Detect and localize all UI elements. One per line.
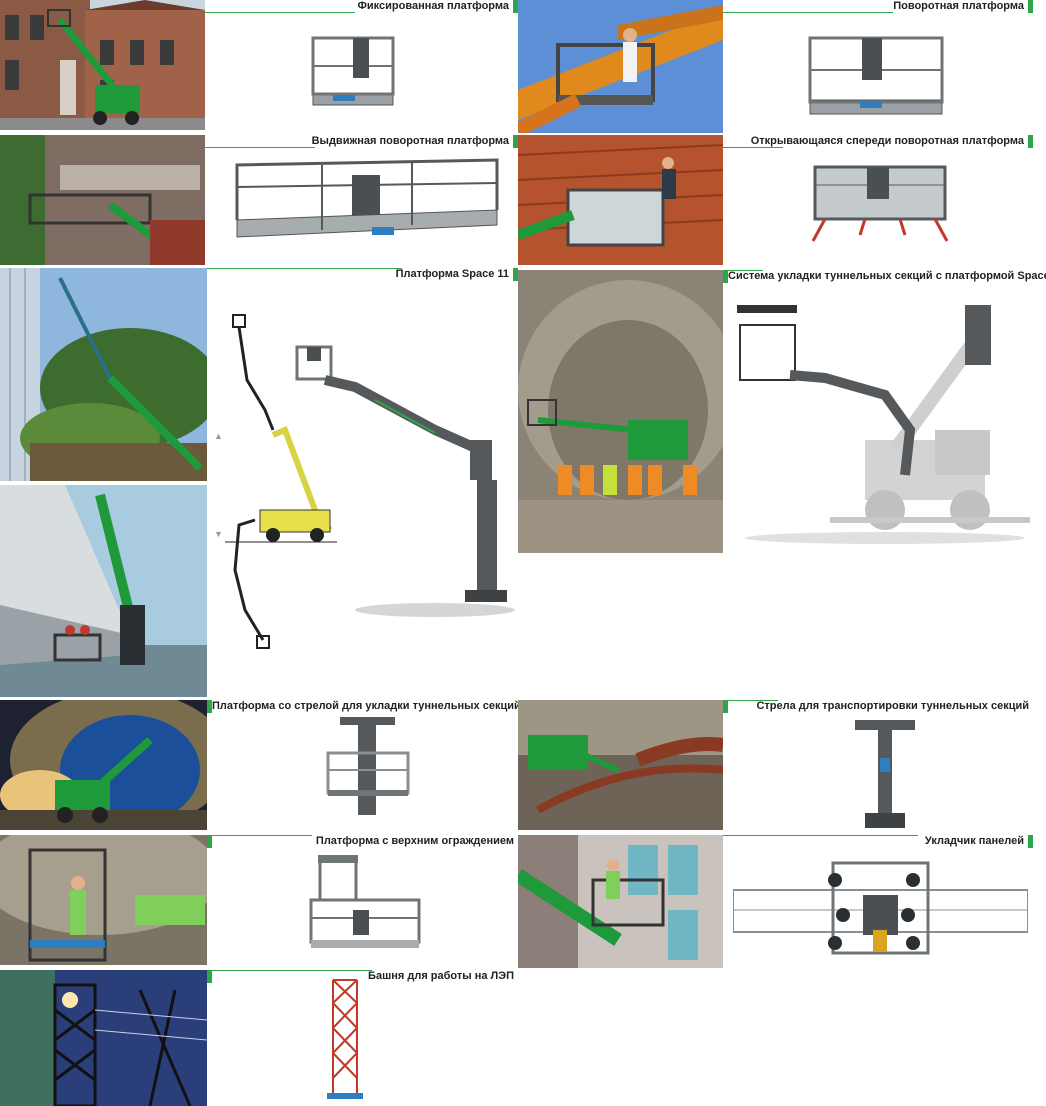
accent-marker bbox=[723, 270, 728, 283]
illustration-space11-boom bbox=[295, 345, 520, 625]
section-header-extendable-platform: Выдвижная поворотная платформа bbox=[205, 135, 518, 149]
section-header-panel-layer: Укладчик панелей bbox=[723, 835, 1033, 849]
accent-marker bbox=[513, 0, 518, 13]
section-divider bbox=[205, 147, 315, 148]
photo-space11-bridge bbox=[0, 485, 207, 697]
section-divider bbox=[723, 700, 778, 701]
accent-marker bbox=[513, 135, 518, 148]
illustration-front-opening-platform bbox=[805, 155, 955, 243]
illustration-fixed-platform bbox=[305, 28, 400, 110]
section-header-fixed-platform: Фиксированная платформа bbox=[205, 0, 518, 14]
illustration-boom-tunnel-platform bbox=[320, 715, 415, 827]
photo-front-opening-platform-roof bbox=[518, 135, 723, 265]
photo-transport-boom-tunnel bbox=[518, 700, 723, 830]
photo-power-line-tower bbox=[0, 970, 207, 1106]
section-header-rotary-platform: Поворотная платформа bbox=[723, 0, 1033, 14]
photo-space11-trees bbox=[0, 268, 207, 481]
accent-marker bbox=[1028, 0, 1033, 13]
accent-marker bbox=[207, 835, 212, 848]
section-title: Платформа с верхним ограждением bbox=[315, 835, 514, 847]
illustration-tunnel-space-system bbox=[735, 300, 1030, 545]
section-header-front-opening-platform: Открывающаяся спереди поворотная платфор… bbox=[723, 135, 1033, 149]
accent-marker bbox=[207, 970, 212, 983]
section-header-top-guard: Платформа с верхним ограждением bbox=[207, 835, 518, 849]
photo-extendable-platform-balcony bbox=[0, 135, 205, 265]
accent-marker bbox=[513, 268, 518, 281]
section-title: Платформа Space 11 bbox=[395, 268, 509, 280]
illustration-space11-reach-diagram bbox=[225, 310, 337, 655]
section-title: Укладчик панелей bbox=[924, 835, 1024, 847]
section-title: Система укладки туннельных секций с плат… bbox=[728, 270, 1046, 282]
illustration-rotary-platform bbox=[800, 30, 950, 122]
photo-panel-layer-facade bbox=[518, 835, 723, 968]
section-divider bbox=[723, 147, 783, 148]
accent-marker bbox=[1028, 135, 1033, 148]
illustration-top-guard-platform bbox=[308, 850, 423, 960]
scroll-up-arrow[interactable]: ▲ bbox=[214, 431, 223, 441]
photo-rotary-platform-timber bbox=[518, 0, 723, 133]
section-divider bbox=[723, 270, 763, 271]
section-divider bbox=[207, 835, 312, 836]
illustration-extendable-platform bbox=[232, 155, 502, 250]
photo-top-guard-platform bbox=[0, 835, 207, 965]
illustration-power-line-tower bbox=[325, 978, 365, 1103]
section-divider bbox=[205, 12, 355, 13]
section-divider bbox=[723, 12, 893, 13]
section-header-power-tower: Башня для работы на ЛЭП bbox=[207, 970, 518, 984]
section-header-boom-tunnel: Платформа со стрелой для укладки туннель… bbox=[207, 700, 521, 714]
section-title: Платформа со стрелой для укладки туннель… bbox=[212, 700, 521, 712]
photo-tunnel-space-system bbox=[518, 270, 723, 553]
section-title: Стрела для транспортировки туннельных се… bbox=[756, 700, 1029, 712]
section-title: Фиксированная платформа bbox=[357, 0, 509, 12]
section-divider bbox=[207, 268, 402, 269]
accent-marker bbox=[207, 700, 212, 713]
illustration-panel-layer bbox=[733, 855, 1028, 960]
section-title: Открывающаяся спереди поворотная платфор… bbox=[750, 135, 1024, 147]
section-title: Поворотная платформа bbox=[893, 0, 1024, 12]
section-header-space11: Платформа Space 11 bbox=[207, 268, 518, 282]
section-title: Выдвижная поворотная платформа bbox=[311, 135, 509, 147]
section-title: Башня для работы на ЛЭП bbox=[368, 970, 514, 982]
section-header-transport-boom: Стрела для транспортировки туннельных се… bbox=[723, 700, 1033, 714]
photo-fixed-platform-street bbox=[0, 0, 205, 130]
section-header-tunnel-space: Система укладки туннельных секций с плат… bbox=[723, 270, 1046, 284]
accent-marker bbox=[723, 700, 728, 713]
photo-boom-tunnel-platform bbox=[0, 700, 207, 830]
accent-marker bbox=[1028, 835, 1033, 848]
illustration-transport-boom bbox=[850, 718, 920, 833]
section-divider bbox=[207, 970, 372, 971]
scroll-down-arrow[interactable]: ▼ bbox=[214, 529, 223, 539]
section-divider bbox=[723, 835, 918, 836]
